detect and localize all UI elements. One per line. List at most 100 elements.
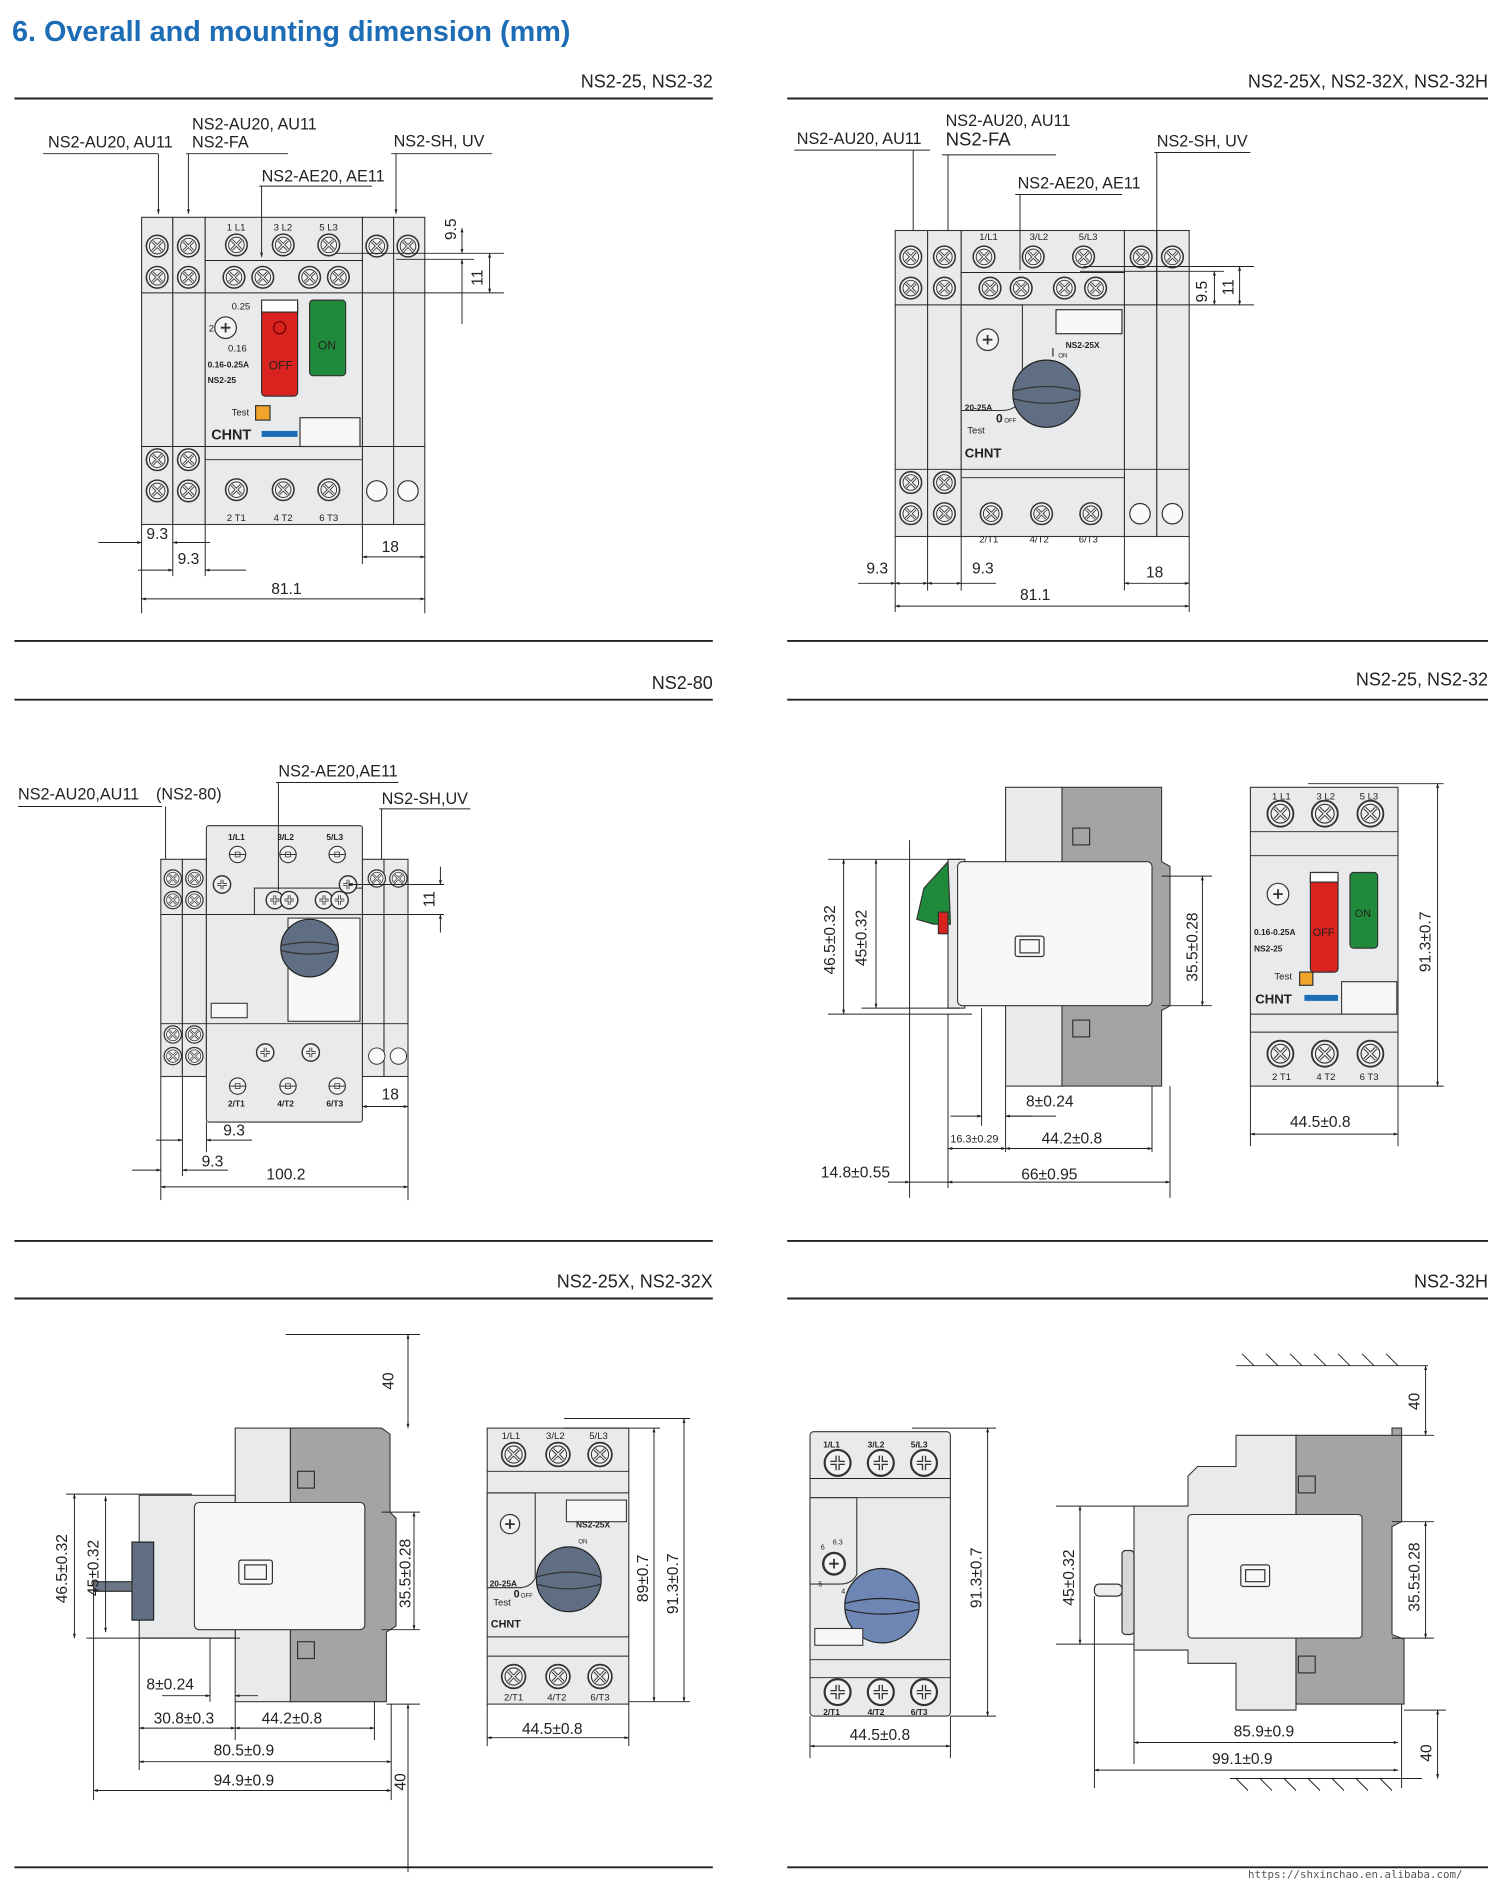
svg-text:NS2-AU20,AU11: NS2-AU20,AU11 (18, 785, 139, 803)
svg-text:0.16-0.25A: 0.16-0.25A (1254, 927, 1296, 937)
terminal-screw-icon (212, 874, 232, 895)
svg-text:9.5: 9.5 (1194, 280, 1211, 302)
svg-text:16.3±0.29: 16.3±0.29 (950, 1134, 998, 1146)
rotary-handle[interactable] (131, 1541, 155, 1621)
brand-logo: CHNT (965, 445, 1002, 460)
svg-text:40: 40 (393, 1773, 410, 1791)
svg-text:35.5±0.28: 35.5±0.28 (1407, 1542, 1424, 1611)
svg-text:Test: Test (1274, 971, 1292, 982)
svg-text:80.5±0.9: 80.5±0.9 (214, 1743, 275, 1760)
terminal-screw-icon (224, 232, 249, 257)
svg-text:18: 18 (382, 539, 399, 556)
svg-text:44.2±0.8: 44.2±0.8 (262, 1710, 323, 1727)
svg-text:18: 18 (382, 1086, 399, 1103)
device-front-view: 6.3 6 5 4 1/L1 3/L2 5/L3 2/T1 4/T2 6/T3 (809, 1431, 951, 1717)
svg-text:66±0.95: 66±0.95 (1021, 1167, 1078, 1184)
terminal-screw-icon (898, 470, 923, 495)
svg-text:44.5±0.8: 44.5±0.8 (850, 1727, 911, 1744)
svg-text:2/T1: 2/T1 (823, 1707, 840, 1717)
device-front-view: OFF ON 0.16-0.25A NS2-25 Test CHNT 1 L1 … (1249, 786, 1399, 1087)
terminal-screw-icon (979, 501, 1004, 526)
test-button[interactable] (255, 405, 271, 421)
svg-text:NS2-32H: NS2-32H (1414, 1272, 1488, 1292)
svg-text:1 L1: 1 L1 (1272, 791, 1291, 802)
terminal-screw-icon (932, 470, 957, 495)
svg-text:20-25A: 20-25A (490, 1579, 518, 1589)
blank-terminal-icon (389, 1047, 408, 1065)
svg-text:3/L2: 3/L2 (868, 1439, 885, 1449)
svg-text:ON: ON (578, 1539, 587, 1545)
svg-text:6/T3: 6/T3 (590, 1693, 609, 1704)
off-button[interactable] (260, 299, 299, 397)
terminal-screw-icon (330, 890, 350, 910)
svg-text:3 L2: 3 L2 (1316, 791, 1335, 802)
test-button[interactable] (1299, 971, 1314, 986)
blank-terminal-icon (1129, 502, 1151, 525)
off-button[interactable] (1309, 871, 1339, 973)
svg-text:100.2: 100.2 (266, 1167, 305, 1184)
terminal-screw-icon (145, 234, 170, 259)
svg-text:ON: ON (1058, 354, 1067, 360)
panel-ns2-25x-side-and-front: NS2-25X, NS2-32X 40 46.5±0.32 45±0.32 35… (14, 1272, 713, 1873)
terminal-screw-icon (145, 447, 170, 472)
rotary-handle[interactable] (535, 1546, 602, 1613)
svg-text:NS2-AU20, AU11: NS2-AU20, AU11 (946, 112, 1071, 130)
terminal-screw-icon (586, 1441, 614, 1468)
svg-text:40: 40 (1419, 1744, 1436, 1762)
svg-text:6 T3: 6 T3 (319, 513, 338, 524)
svg-text:94.9±0.9: 94.9±0.9 (214, 1773, 275, 1790)
terminal-screw-icon (176, 234, 201, 259)
rotary-handle[interactable] (280, 918, 339, 978)
terminal-screw-icon (176, 447, 201, 472)
on-button[interactable] (308, 299, 347, 377)
terminal-screw-icon (898, 501, 923, 526)
terminal-screw-icon (145, 265, 170, 290)
svg-text:91.3±0.7: 91.3±0.7 (665, 1554, 682, 1615)
svg-text:Test: Test (493, 1598, 511, 1609)
panel-ns2-25-front-with-accessories: NS2-25, NS2-32 0.25 2 0.16 OFF ON 0.16 (14, 72, 713, 642)
device-front-view: NS2-25X ON 20-25A 0 OFF Test CHNT 1/L1 3… (486, 1427, 630, 1705)
svg-text:14.8±0.55: 14.8±0.55 (821, 1164, 891, 1181)
terminal-screw-icon (500, 1663, 527, 1690)
rotary-handle[interactable] (844, 1567, 920, 1644)
blank-terminal-icon (397, 480, 419, 502)
svg-text:9.5: 9.5 (443, 218, 460, 240)
panel-header: NS2-25X, NS2-32X, NS2-32H (1248, 72, 1488, 92)
panel-header: NS2-25, NS2-32 (581, 72, 713, 92)
svg-text:46.5±0.32: 46.5±0.32 (822, 905, 839, 974)
terminal-screw-icon (1078, 501, 1103, 526)
mounting-clearance-hatch (1230, 1353, 1428, 1791)
svg-text:44.5±0.8: 44.5±0.8 (1290, 1114, 1351, 1131)
svg-text:2 T1: 2 T1 (1272, 1072, 1291, 1083)
on-button[interactable] (1349, 871, 1379, 949)
terminal-screw-icon (1009, 276, 1034, 301)
svg-text:1 L1: 1 L1 (227, 223, 246, 234)
svg-text:8±0.24: 8±0.24 (146, 1677, 194, 1694)
callout-label: NS2-AU20, AU11 (48, 134, 173, 152)
svg-text:11: 11 (469, 270, 486, 286)
svg-text:NS2-25X, NS2-32X: NS2-25X, NS2-32X (557, 1272, 713, 1292)
terminal-screw-icon (932, 244, 957, 269)
svg-text:81.1: 81.1 (271, 581, 301, 598)
terminal-screw-icon (163, 868, 183, 889)
terminal-screw-icon (898, 276, 923, 301)
terminal-screw-icon (326, 265, 351, 290)
svg-text:OFF: OFF (269, 359, 293, 373)
terminal-screw-icon (932, 276, 957, 301)
svg-text:4/T2: 4/T2 (277, 1099, 294, 1109)
svg-text:44.2±0.8: 44.2±0.8 (1042, 1131, 1103, 1148)
svg-text:NS2-25X: NS2-25X (1066, 340, 1100, 350)
terminal-screw-icon (228, 845, 247, 864)
footer-url[interactable]: https://shxinchao.en.alibaba.com/ (1248, 1868, 1463, 1881)
terminal-screw-icon (972, 244, 996, 269)
svg-text:NS2-25X: NS2-25X (576, 1520, 610, 1530)
terminal-screw-icon (279, 890, 299, 910)
svg-text:2 T1: 2 T1 (227, 513, 246, 524)
svg-text:9.3: 9.3 (146, 526, 168, 543)
rotary-handle[interactable] (1012, 359, 1081, 428)
svg-text:35.5±0.28: 35.5±0.28 (397, 1539, 414, 1608)
svg-text:NS2-AE20, AE11: NS2-AE20, AE11 (1018, 175, 1141, 193)
svg-text:4/T2: 4/T2 (1030, 535, 1049, 546)
terminal-screw-icon (145, 478, 170, 503)
svg-text:6.3: 6.3 (833, 1538, 843, 1547)
